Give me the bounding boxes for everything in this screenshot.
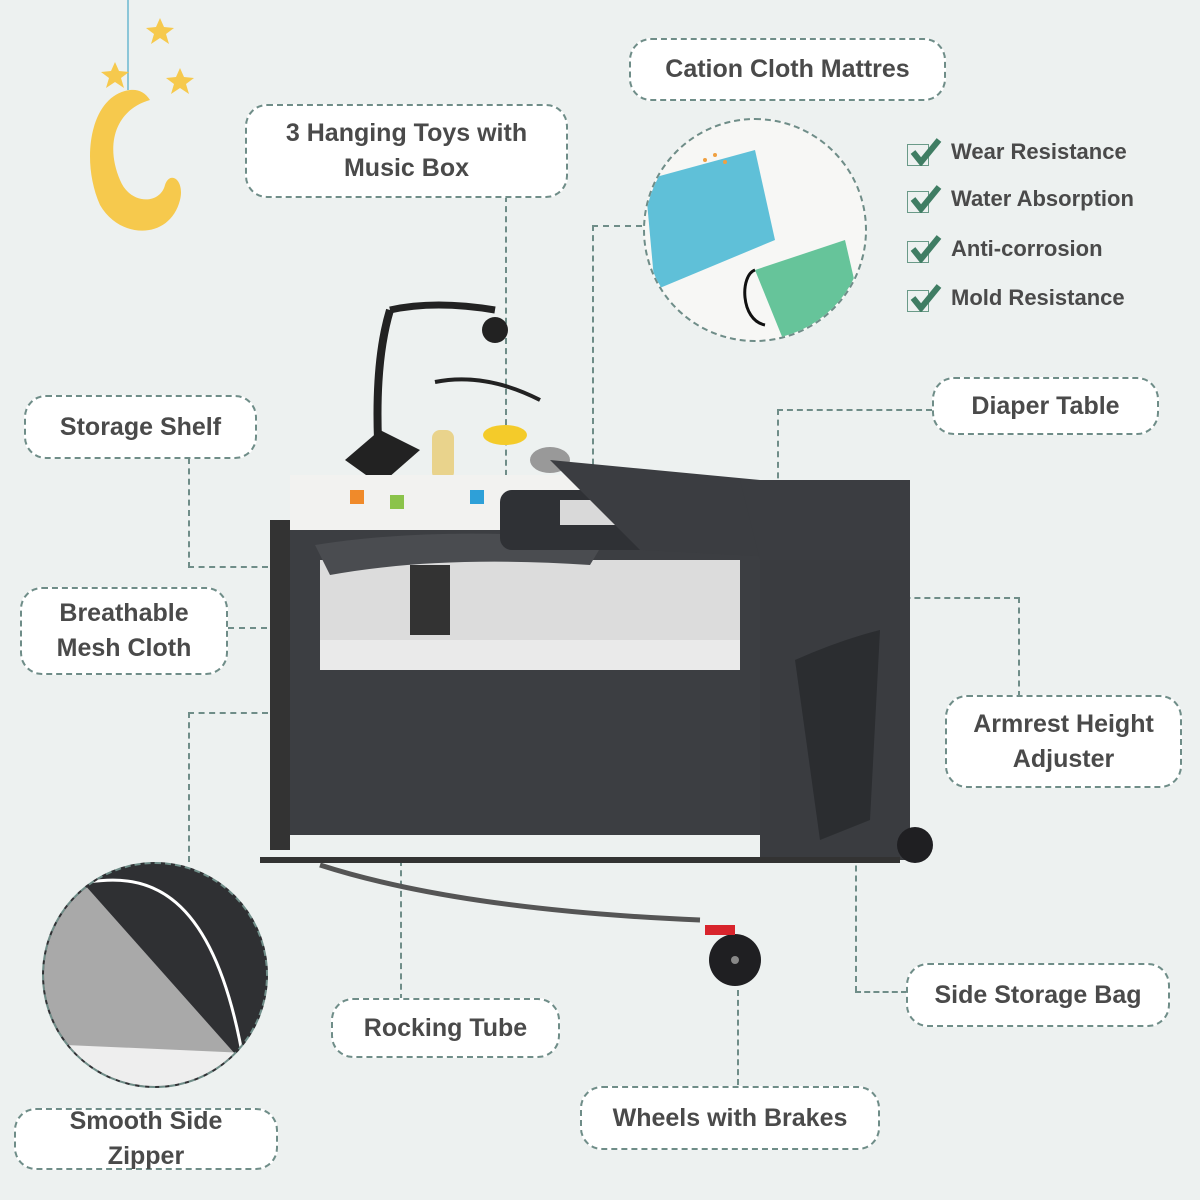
connector-rocking <box>400 860 402 1000</box>
label-text: Armrest Height <box>973 709 1154 738</box>
feature-label: Water Absorption <box>951 186 1134 211</box>
label-cation-cloth-mattress: Cation Cloth Mattres <box>629 38 946 101</box>
feature-item: Anti-corrosion <box>907 235 1103 263</box>
connector-diaper-h <box>777 409 932 411</box>
label-text: Storage Shelf <box>59 412 222 441</box>
connector-storage-shelf-h <box>188 566 268 568</box>
connector-storage-shelf <box>188 458 190 568</box>
feature-item: Water Absorption <box>907 185 1134 213</box>
label-text: Music Box <box>343 154 470 182</box>
label-text: 3 Hanging Toys with <box>285 119 528 147</box>
label-text: Diaper Table <box>971 391 1120 420</box>
moon-stars-icon <box>90 0 194 231</box>
connector-side-storage-h <box>855 991 907 993</box>
label-text: Adjuster <box>1012 744 1115 773</box>
label-text: Mesh Cloth <box>56 634 192 662</box>
connector-armrest-v <box>1018 597 1020 697</box>
check-icon <box>907 138 942 166</box>
feature-label: Wear Resistance <box>951 139 1127 164</box>
label-text: Side Storage Bag <box>934 980 1142 1009</box>
label-wheels-brakes: Wheels with Brakes <box>580 1086 880 1150</box>
feature-item: Mold Resistance <box>907 284 1125 312</box>
connector-cation-cloth <box>592 225 594 485</box>
label-text: Breathable <box>59 599 189 627</box>
label-text: Cation Cloth Mattres <box>665 55 910 83</box>
label-armrest-adjuster: Armrest Height Adjuster <box>945 695 1182 788</box>
label-text: Rocking Tube <box>363 1013 528 1042</box>
connector-hanging-toys <box>505 196 507 486</box>
label-storage-shelf: Storage Shelf <box>24 395 257 459</box>
label-text: Wheels with Brakes <box>612 1103 848 1132</box>
connector-zipper-h <box>188 712 268 714</box>
connector-cation-cloth-h <box>592 225 642 227</box>
check-icon <box>907 185 942 213</box>
label-rocking-tube: Rocking Tube <box>331 998 560 1058</box>
connector-wheels <box>737 990 739 1085</box>
feature-item: Wear Resistance <box>907 138 1127 166</box>
label-side-zipper: Smooth Side Zipper <box>14 1107 278 1170</box>
label-side-storage-bag: Side Storage Bag <box>906 963 1170 1027</box>
label-diaper-table: Diaper Table <box>932 377 1159 435</box>
label-text: Smooth Side Zipper <box>69 1107 223 1170</box>
connector-diaper-v <box>777 409 779 489</box>
check-icon <box>907 284 942 312</box>
connector-zipper-v <box>188 712 190 862</box>
crib-product-image <box>260 301 933 986</box>
label-breathable-mesh: Breathable Mesh Cloth <box>20 587 228 675</box>
label-hanging-toys: 3 Hanging Toys with Music Box <box>245 104 568 198</box>
check-icon <box>907 235 942 263</box>
connector-breathable <box>228 627 278 629</box>
zipper-detail-image <box>42 862 268 1088</box>
feature-label: Anti-corrosion <box>951 236 1103 261</box>
connector-side-storage-v <box>855 765 857 992</box>
feature-label: Mold Resistance <box>951 285 1125 310</box>
